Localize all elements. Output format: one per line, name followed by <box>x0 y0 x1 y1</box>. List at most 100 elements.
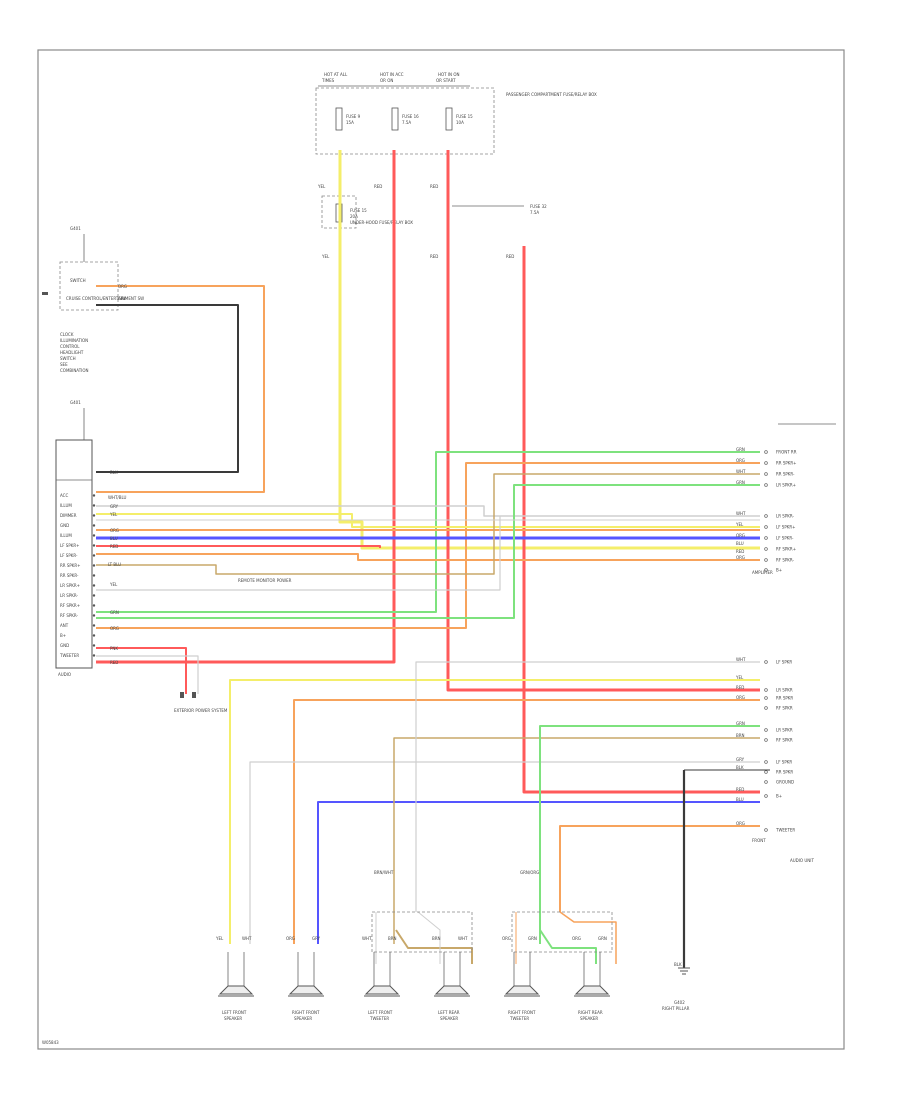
wire-label-yel-mid: YEL <box>321 254 330 259</box>
speaker-name-line2: SPEAKER <box>440 1016 458 1021</box>
speaker-name-line2: SPEAKER <box>224 1016 242 1021</box>
amp-pin-3: RR SPKR- <box>776 472 795 477</box>
speaker-name-line2: SPEAKER <box>294 1016 312 1021</box>
audio-ground-label: G401 <box>70 400 81 405</box>
wire-color-label: YEL <box>109 512 118 517</box>
audio-pin-dot <box>92 654 96 657</box>
amp-pin-5: LR SPKR- <box>776 514 794 519</box>
wire-wht <box>96 655 199 694</box>
wire-grn <box>539 725 760 944</box>
speaker-name-line1: LEFT REAR <box>438 1010 460 1015</box>
front-pin-circle <box>764 760 768 764</box>
wire-color-label: GRY <box>736 757 745 762</box>
under-hood-label: UNDER-HOOD FUSE/RELAY BOX <box>350 220 413 225</box>
front-pin-circle <box>764 696 768 700</box>
audio-pin-4: GND <box>60 523 69 528</box>
audio-pin-dot <box>92 554 96 557</box>
source-2-line1: HOT IN ACC <box>380 72 404 77</box>
splice-outline-2 <box>511 911 613 953</box>
amplifier-label: AMPLIFIER <box>752 570 773 575</box>
front-pin-1: LF SPKR <box>776 660 792 665</box>
speaker-lead-label: BRN <box>432 936 441 941</box>
fuse-2: FUSE 16 7.5A <box>391 107 419 131</box>
fuse-1-name: FUSE 9 <box>346 114 361 119</box>
speaker-lead-label: ORG <box>572 936 581 941</box>
fuse-3: FUSE 15 10A <box>445 107 473 131</box>
audio-pin-dot <box>92 614 96 617</box>
fuse-box-title: PASSENGER COMPARTMENT FUSE/RELAY BOX <box>506 92 597 97</box>
wire-color-label: GRY <box>110 504 119 509</box>
wire-label-red-top-2: RED <box>430 184 438 189</box>
switch-note-3: CONTROL <box>60 344 80 349</box>
front-pin-circle <box>764 688 768 692</box>
sub-fuse-1-name: FUSE 15 <box>350 208 367 213</box>
wire-wht <box>415 661 760 912</box>
wire-org <box>559 911 617 964</box>
wire-red <box>446 150 760 692</box>
switch-note-7: COMBINATION <box>60 368 89 373</box>
wire-label-red-top: RED <box>374 184 382 189</box>
wire-color-label: BLK <box>736 765 744 770</box>
audio-pin-7: LF SPKR- <box>60 553 78 558</box>
audio-pin-5: ILLUM <box>60 533 72 538</box>
page-code: W05843 <box>42 1040 59 1045</box>
amp-pin-circle <box>764 461 768 465</box>
wire-color-label: GRY <box>118 296 127 301</box>
audio-pin-dot <box>92 564 96 567</box>
speaker-lead-label: ORG <box>286 936 295 941</box>
speaker-icon <box>364 985 400 995</box>
switch-note-5: SWITCH <box>60 356 76 361</box>
exterior-connector-2 <box>192 692 196 698</box>
speaker-icon <box>574 985 610 995</box>
wire-color-label: ORG <box>736 458 745 463</box>
wire-color-label: WHT <box>736 657 746 662</box>
wire-grn <box>96 451 760 613</box>
audio-pin-2: ILLUM <box>60 503 72 508</box>
wire-wht <box>96 505 760 517</box>
wire-org <box>96 285 265 493</box>
audio-pin-dot <box>92 604 96 607</box>
speaker-lead-label: BRN <box>388 936 397 941</box>
wire-color-label: ORG <box>736 695 745 700</box>
wire-wht <box>249 761 760 944</box>
speaker-lead-label: GRN <box>598 936 607 941</box>
sub-fuse-2-rating: 7.5A <box>530 210 539 215</box>
audio-pin-dot <box>92 594 96 597</box>
audio-pin-6: LF SPKR+ <box>60 543 80 548</box>
amp-pin-circle <box>764 525 768 529</box>
front-connector-note: AUDIO UNIT <box>790 858 814 863</box>
front-pin-2: LR SPKR <box>776 688 793 693</box>
wire-color-label: ORG <box>110 626 119 631</box>
front-pin-circle <box>764 780 768 784</box>
amp-pin-circle <box>764 472 768 476</box>
wire-color-label: YEL <box>109 582 118 587</box>
switch-module-label: CRUISE CONTROL/ENTERTAINMENT SW <box>66 296 144 301</box>
wire-wht <box>96 516 501 591</box>
wire-color-label: ORG <box>118 284 127 289</box>
source-2-line2: OR ON <box>380 78 393 83</box>
wire-color-label: WHT/BLU <box>108 495 127 500</box>
amp-pin-6: LF SPKR+ <box>776 525 796 530</box>
wire-color-label: GRN <box>736 721 745 726</box>
amp-pin-1: FRONT RR <box>776 450 797 455</box>
speaker-lead-label: WHT <box>242 936 252 941</box>
wire-color-label: BLU <box>736 541 744 546</box>
audio-pin-14: ANT <box>60 623 69 628</box>
switch-note-1: CLOCK <box>60 332 74 337</box>
audio-pin-12: RF SPKR+ <box>60 603 80 608</box>
front-pin-7: LF SPKR <box>776 760 792 765</box>
amp-pin-9: RF SPKR- <box>776 558 795 563</box>
wire-wht <box>417 911 441 964</box>
amp-pin-circle <box>764 568 768 572</box>
amp-pin-8: RF SPKR+ <box>776 547 796 552</box>
front-pin-circle <box>764 660 768 664</box>
front-pin-8: RR SPKR <box>776 770 793 775</box>
